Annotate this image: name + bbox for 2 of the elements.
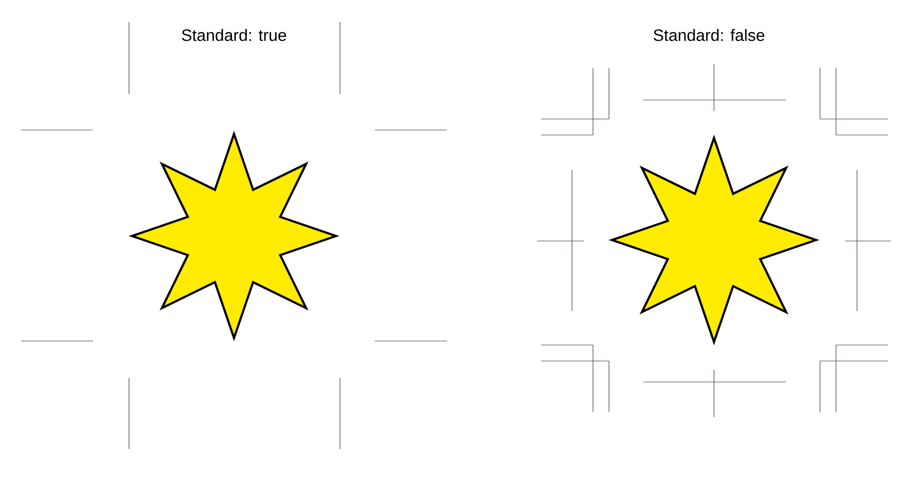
- panel-title: Standard: true: [182, 28, 286, 42]
- panel-title: Standard: false: [654, 28, 764, 42]
